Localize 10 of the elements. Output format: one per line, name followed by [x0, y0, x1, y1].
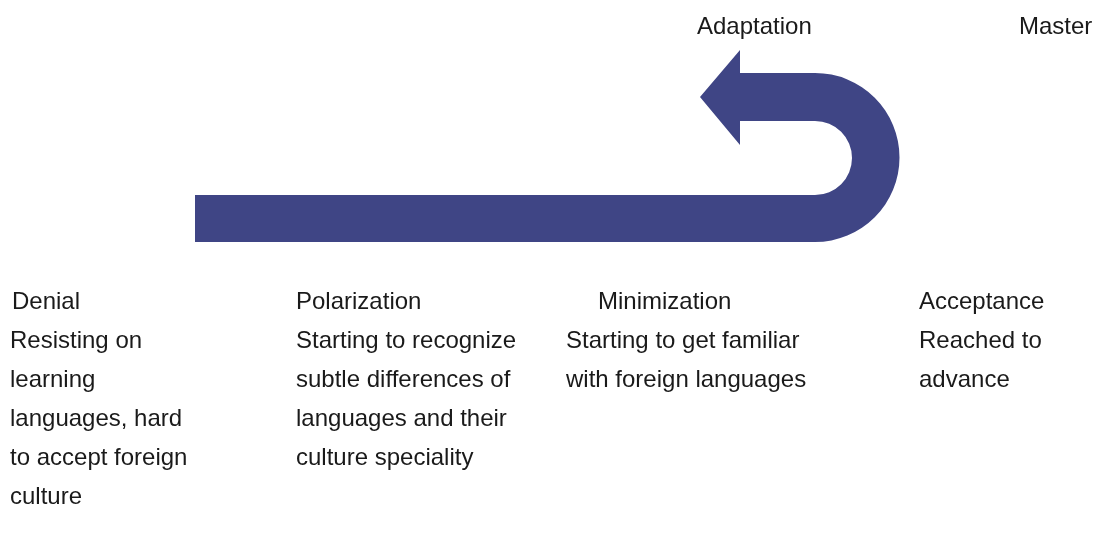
stage-heading: Acceptance — [919, 286, 1045, 316]
stage-description: Starting to get familiar with foreign languages — [566, 325, 808, 394]
stage-heading: Minimization — [598, 286, 732, 316]
stage-description: Starting to recognize subtle differences of languages and their culture speciality — [296, 325, 518, 472]
stage-description: Reached to advance — [919, 325, 1043, 394]
stage-label: Adaptation — [697, 11, 812, 41]
stage-label: Master — [1019, 11, 1093, 41]
stage-heading: Denial — [12, 286, 81, 316]
stage-description: Resisting on learning languages, hard to accept foreign culture — [10, 325, 189, 511]
stage-heading: Polarization — [296, 286, 422, 316]
